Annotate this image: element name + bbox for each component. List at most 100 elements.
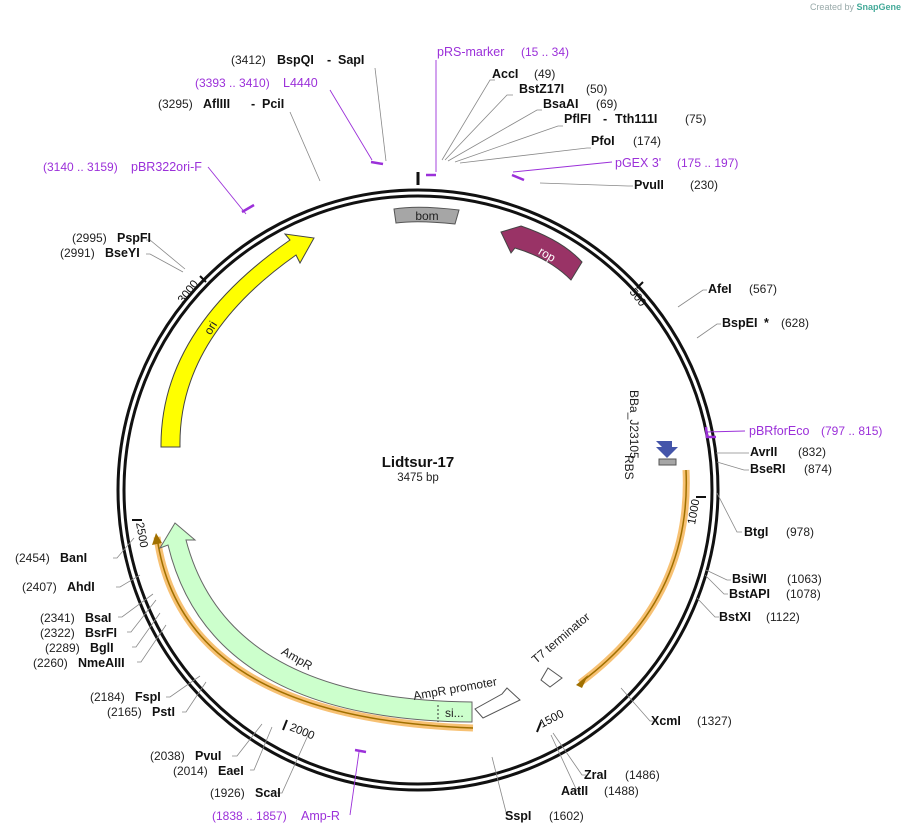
site-pos-bsrfi: (2322) <box>40 626 75 640</box>
site-name-pflfi: PflFI <box>564 112 591 126</box>
leader-xcmi <box>620 687 654 722</box>
leader-bstapi <box>704 574 728 595</box>
site-name-bsrfi: BsrFI <box>85 626 117 640</box>
site-pos-bgli: (2289) <box>45 641 80 655</box>
site-pos-nmeaiii: (2260) <box>33 656 68 670</box>
site-name-acci: AccI <box>492 67 518 81</box>
primer-range-prs-marker: (15 .. 34) <box>521 45 569 59</box>
leader-bani <box>113 537 135 559</box>
primer-name-l4440: L4440 <box>283 76 318 90</box>
site-pos-bspei: (628) <box>781 316 809 330</box>
leader-aatii <box>550 734 581 792</box>
site-name-bspqi: BspQI <box>277 53 314 67</box>
primer-name-amp-r: Amp-R <box>301 809 340 823</box>
site-name-btgi: BtgI <box>744 525 768 539</box>
ampr-promoter-label: AmpR promoter <box>412 674 498 702</box>
primer-name-pbrforeco: pBRforEco <box>749 424 809 438</box>
site-name-bani: BanI <box>60 551 87 565</box>
site-name-bstapi: BstAPI <box>729 587 770 601</box>
leader-pvuii <box>539 182 633 187</box>
primer-name-prs-marker: pRS-marker <box>437 45 504 59</box>
site-name-ahdi: AhdI <box>67 580 95 594</box>
leader-scai <box>277 732 310 794</box>
site-leaders <box>113 67 749 817</box>
site-name-sapi: SapI <box>338 53 364 67</box>
leader-pspfi <box>146 239 186 270</box>
site-name-bsaai: BsaAI <box>543 97 578 111</box>
tick-label-2500: 2500 <box>133 521 149 548</box>
bom-feature <box>393 206 460 225</box>
site-name-bsiwi: BsiWI <box>732 572 767 586</box>
leader-bseyi <box>146 253 184 273</box>
site-pos-pfoi: (174) <box>633 134 661 148</box>
site-name-afliii: AflIII <box>203 97 230 111</box>
leader-pgex3 <box>512 161 613 173</box>
site-pos-btgi: (978) <box>786 525 814 539</box>
snapgene-logo: SnapGene <box>856 2 901 12</box>
tick-500 <box>636 281 644 289</box>
leader-sspi <box>491 756 508 817</box>
site-pos-pspfi: (2995) <box>72 231 107 245</box>
tick-1500 <box>536 721 542 733</box>
site-pos-xcmi: (1327) <box>697 714 732 728</box>
primer-mark-pbr322ori-f <box>241 203 255 214</box>
site-pos-aatii: (1488) <box>604 784 639 798</box>
highlight-arrowhead-bottom <box>152 533 162 545</box>
leader-bsaai <box>447 109 542 162</box>
site-name-bstz17i: BstZ17I <box>519 82 564 96</box>
leader-pbrforeco <box>705 430 746 433</box>
site-pos-sspi: (1602) <box>549 809 584 823</box>
site-pos-bseyi: (2991) <box>60 246 95 260</box>
primer-mark-pgex3 <box>511 173 525 182</box>
primer-range-pgex3: (175 .. 197) <box>677 156 738 170</box>
site-star-bspei: * <box>764 316 769 330</box>
tick-3000 <box>199 275 207 283</box>
site-pos-pvui: (2038) <box>150 749 185 763</box>
site-name-eaei: EaeI <box>218 764 244 778</box>
primer-mark-l4440 <box>370 160 384 166</box>
primer-mark-pbrforeco <box>704 426 716 439</box>
site-dash-afliii: - <box>251 97 255 111</box>
site-name-bgli: BglI <box>90 641 114 655</box>
leader-bsrfi <box>127 599 157 633</box>
ruler: 500 1000 1500 2000 2500 3000 <box>132 275 706 743</box>
leader-pfoi <box>459 147 591 164</box>
site-pos-zrai: (1486) <box>625 768 660 782</box>
site-pos-bspqi: (3412) <box>231 53 266 67</box>
site-pos-eaei: (2014) <box>173 764 208 778</box>
bba-label: BBa_J23105 <box>627 390 641 459</box>
tick-2000 <box>282 719 288 731</box>
leader-afliii <box>289 111 321 182</box>
leader-amp-r <box>349 751 360 816</box>
primer-range-pbrforeco: (797 .. 815) <box>821 424 882 438</box>
rbs-feature <box>658 458 677 466</box>
site-pos-afliii: (3295) <box>158 97 193 111</box>
site-name-pvuii: PvuII <box>634 178 664 192</box>
site-name-pvui: PvuI <box>195 749 221 763</box>
site-pos-ahdi: (2407) <box>22 580 57 594</box>
tick-label-500: 500 <box>627 286 648 309</box>
site-name-zrai: ZraI <box>584 768 607 782</box>
site-pos-pvuii: (230) <box>690 178 718 192</box>
credit: Created by SnapGene <box>810 2 901 12</box>
tick-label-2000: 2000 <box>288 722 316 743</box>
site-pos-bstz17i: (50) <box>586 82 607 96</box>
credit-prefix: Created by <box>809 2 854 12</box>
leader-bsiwi <box>705 569 731 581</box>
leader-bstz17i <box>444 94 513 161</box>
primer-name-pgex3: pGEX 3' <box>615 156 661 170</box>
t7-terminator-feature <box>540 667 563 688</box>
signal-label: si... <box>445 706 464 720</box>
t7-terminator-label: T7 terminator <box>529 610 593 667</box>
rop-feature <box>500 225 583 281</box>
site-name-bseyi: BseYI <box>105 246 140 260</box>
rbs-label: RBS <box>622 455 636 480</box>
bom-label: bom <box>415 209 438 223</box>
ori-feature <box>160 233 315 448</box>
site-name-bspei: BspEI <box>722 316 757 330</box>
site-pos-bsiwi: (1063) <box>787 572 822 586</box>
leader-pvui <box>232 723 263 757</box>
site-name-avrii: AvrII <box>750 445 777 459</box>
leader-pflfi <box>454 125 563 163</box>
